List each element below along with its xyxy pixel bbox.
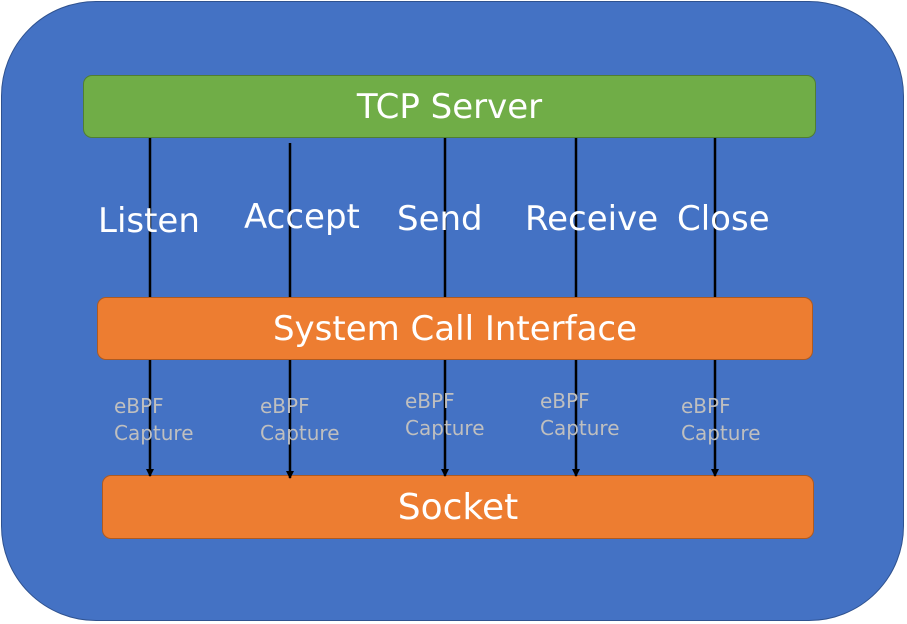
capture-text: Capture: [114, 421, 194, 445]
socket-label: Socket: [397, 486, 519, 528]
system-call-interface-label: System Call Interface: [272, 308, 638, 349]
ebpf-text: eBPF: [681, 394, 731, 418]
capture-text: Capture: [681, 421, 761, 445]
capture-text: Capture: [540, 416, 620, 440]
tcp-server-label: TCP Server: [356, 86, 543, 127]
capture-text: Capture: [260, 421, 340, 445]
listen-label: Listen: [98, 201, 200, 241]
ebpf-capture-label-listen: eBPF Capture: [114, 393, 194, 447]
socket-box: Socket: [102, 475, 814, 539]
ebpf-capture-label-receive: eBPF Capture: [540, 388, 620, 442]
close-label: Close: [677, 199, 770, 239]
ebpf-text: eBPF: [540, 389, 590, 413]
tcp-server-box: TCP Server: [83, 75, 816, 138]
ebpf-text: eBPF: [405, 389, 455, 413]
capture-text: Capture: [405, 416, 485, 440]
ebpf-text: eBPF: [260, 394, 310, 418]
accept-label: Accept: [244, 197, 360, 237]
send-label: Send: [397, 199, 483, 239]
receive-label: Receive: [525, 199, 659, 239]
system-call-interface-box: System Call Interface: [97, 297, 813, 360]
ebpf-capture-label-accept: eBPF Capture: [260, 393, 340, 447]
ebpf-capture-label-send: eBPF Capture: [405, 388, 485, 442]
ebpf-text: eBPF: [114, 394, 164, 418]
ebpf-capture-label-close: eBPF Capture: [681, 393, 761, 447]
